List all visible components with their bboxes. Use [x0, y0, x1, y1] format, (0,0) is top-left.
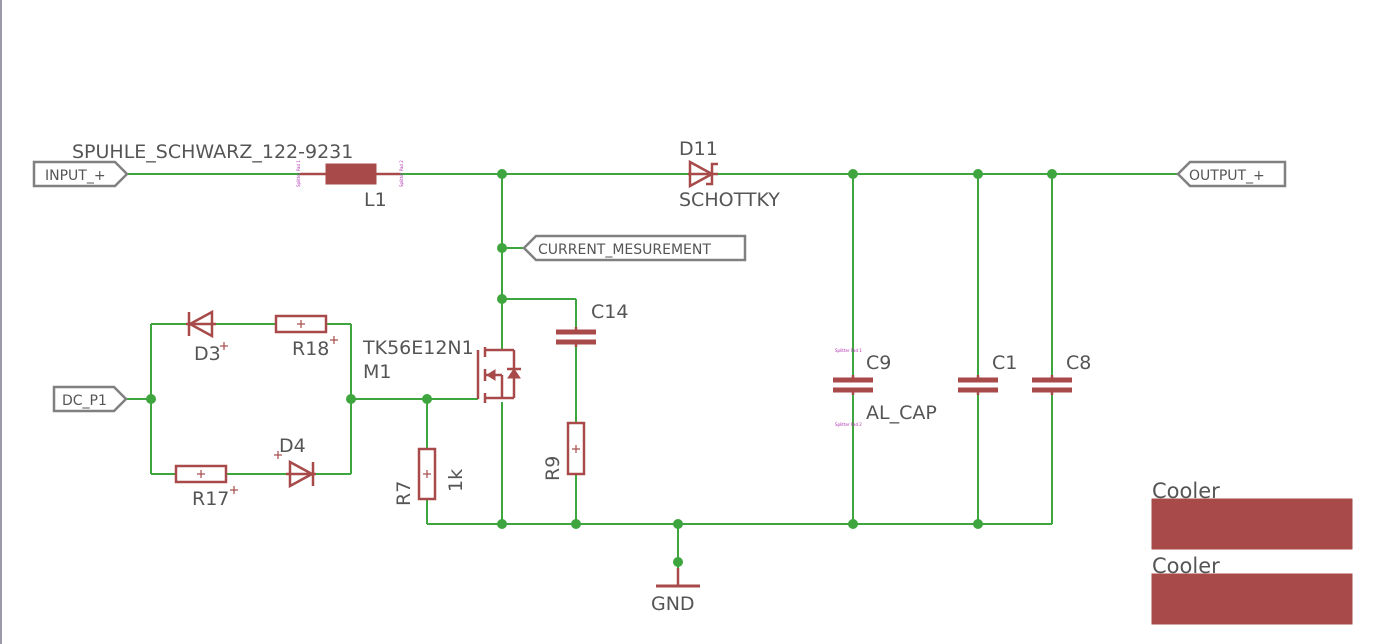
- port-current-mesurement[interactable]: CURRENT_MESUREMENT: [522, 234, 747, 262]
- capacitor-c9-pin2: Splitter Pad 2: [835, 422, 862, 427]
- port-input[interactable]: INPUT_+: [32, 160, 129, 188]
- diode-d3-label: D3: [194, 343, 221, 365]
- capacitor-c8[interactable]: C8: [1032, 352, 1091, 395]
- capacitor-c9-label: C9: [866, 352, 891, 374]
- ground-label: GND: [651, 593, 695, 615]
- port-dc-p1[interactable]: DC_P1: [52, 385, 128, 413]
- capacitor-c8-label: C8: [1066, 352, 1091, 374]
- port-input-label: INPUT_+: [45, 168, 106, 184]
- junctions: [146, 169, 1057, 567]
- mosfet-ref-label: M1: [363, 361, 391, 383]
- cooler-1[interactable]: Cooler: [1151, 479, 1353, 550]
- cooler-2[interactable]: Cooler: [1151, 554, 1353, 625]
- diode-d11[interactable]: D11 SCHOTTKY: [679, 138, 780, 211]
- port-output-label: OUTPUT_+: [1189, 168, 1265, 184]
- inductor-pin1-label: Splitter Pad 1: [296, 160, 301, 187]
- resistor-r9[interactable]: R9: [542, 421, 586, 481]
- inductor-body: [325, 163, 377, 185]
- inductor-name-label: SPUHLE_SCHWARZ_122-9231: [72, 141, 353, 163]
- resistor-r9-label: R9: [542, 456, 564, 481]
- cooler-1-body: [1151, 498, 1353, 550]
- capacitor-c9-value: AL_CAP: [866, 402, 937, 424]
- resistor-r7-label: R7: [393, 481, 415, 506]
- port-dc-label: DC_P1: [62, 393, 107, 409]
- capacitor-c9-pin1: Splitter Pad 1: [835, 348, 862, 353]
- inductor-pin2-label: Splitter Pad 2: [399, 160, 404, 187]
- mosfet-m1[interactable]: TK56E12N1 M1: [362, 337, 521, 403]
- resistor-r18[interactable]: R18: [274, 314, 338, 360]
- capacitor-c1[interactable]: C1: [958, 352, 1017, 395]
- resistor-r17[interactable]: R17: [174, 464, 238, 510]
- resistor-r7-value: 1k: [445, 469, 467, 492]
- diode-d4[interactable]: D4: [274, 435, 316, 489]
- diode-d11-ref: D11: [679, 138, 718, 160]
- resistor-r18-label: R18: [292, 338, 329, 360]
- cooler-2-body: [1151, 573, 1353, 625]
- inductor-l1[interactable]: SPUHLE_SCHWARZ_122-9231 L1 Splitter Pad …: [72, 141, 404, 211]
- ground-symbol: GND: [651, 568, 700, 615]
- diode-d11-value: SCHOTTKY: [679, 189, 780, 211]
- diode-d3[interactable]: D3: [186, 309, 228, 365]
- resistor-r7[interactable]: R7 1k: [393, 447, 467, 506]
- diode-d4-label: D4: [279, 435, 306, 457]
- resistor-r17-label: R17: [192, 488, 229, 510]
- port-output[interactable]: OUTPUT_+: [1176, 160, 1287, 188]
- mosfet-value-label: TK56E12N1: [362, 337, 474, 359]
- capacitor-c9[interactable]: C9 AL_CAP Splitter Pad 1 Splitter Pad 2: [833, 348, 937, 427]
- port-current-label: CURRENT_MESUREMENT: [538, 242, 711, 258]
- capacitor-c1-label: C1: [992, 352, 1017, 374]
- capacitor-c14-label: C14: [591, 301, 628, 323]
- capacitor-c14[interactable]: C14: [556, 301, 628, 347]
- inductor-ref-label: L1: [364, 189, 387, 211]
